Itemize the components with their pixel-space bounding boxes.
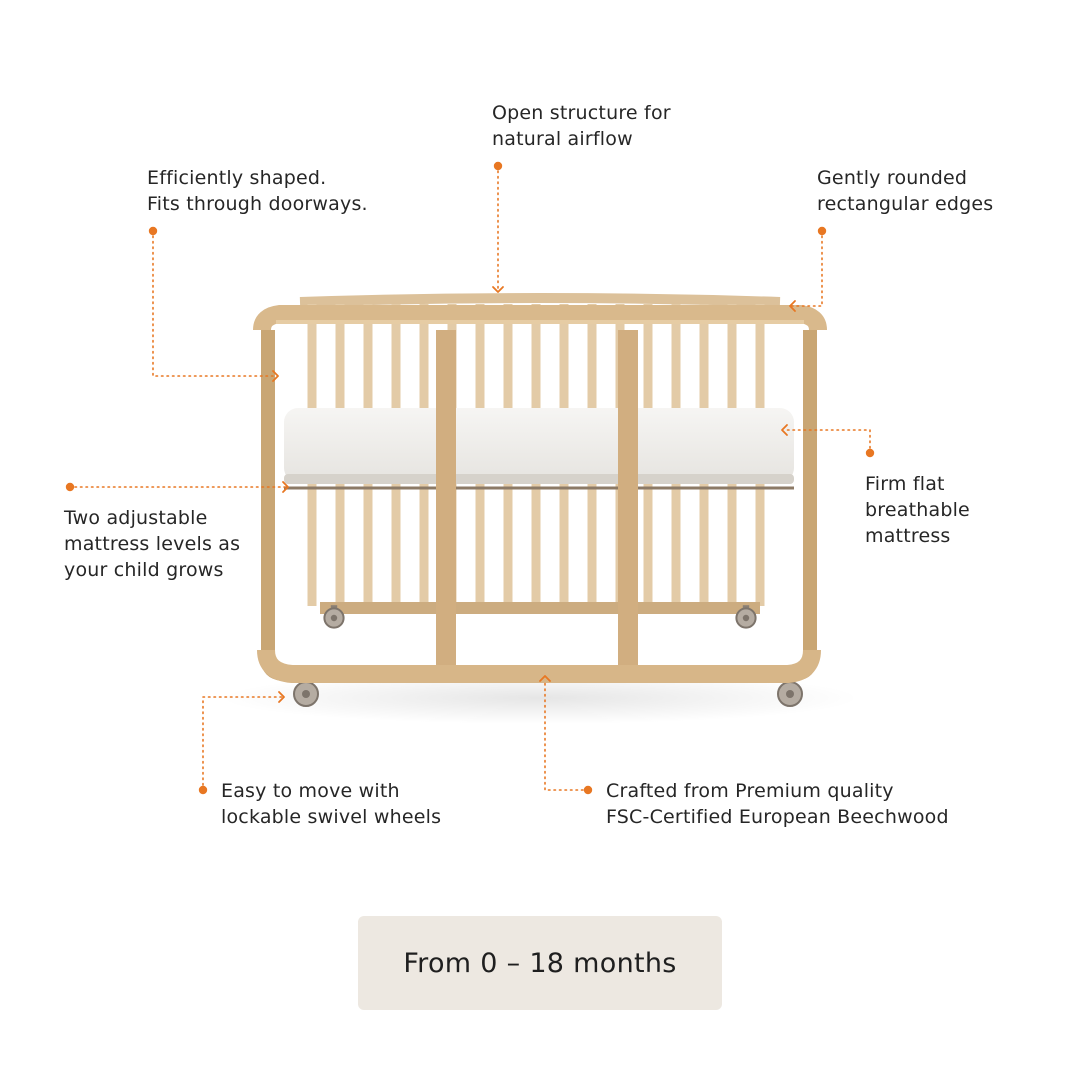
crib-front-frame: [253, 305, 827, 683]
feature-mattress-label: Firm flat breathable mattress: [865, 473, 970, 547]
age-range-text: From 0 – 18 months: [403, 947, 677, 979]
age-range-badge: From 0 – 18 months: [358, 916, 722, 1010]
feature-levels-label: Two adjustable mattress levels as your c…: [64, 507, 241, 581]
feature-connectors: [65, 161, 875, 795]
feature-wheels-label: Easy to move with lockable swivel wheels: [221, 780, 442, 828]
feature-wood-label: Crafted from Premium quality FSC-Certifi…: [606, 780, 949, 828]
feature-edges-label: Gently rounded rectangular edges: [817, 167, 994, 215]
feature-airflow-label: Open structure for natural airflow: [492, 102, 671, 150]
feature-shape-label: Efficiently shaped. Fits through doorway…: [147, 167, 368, 215]
